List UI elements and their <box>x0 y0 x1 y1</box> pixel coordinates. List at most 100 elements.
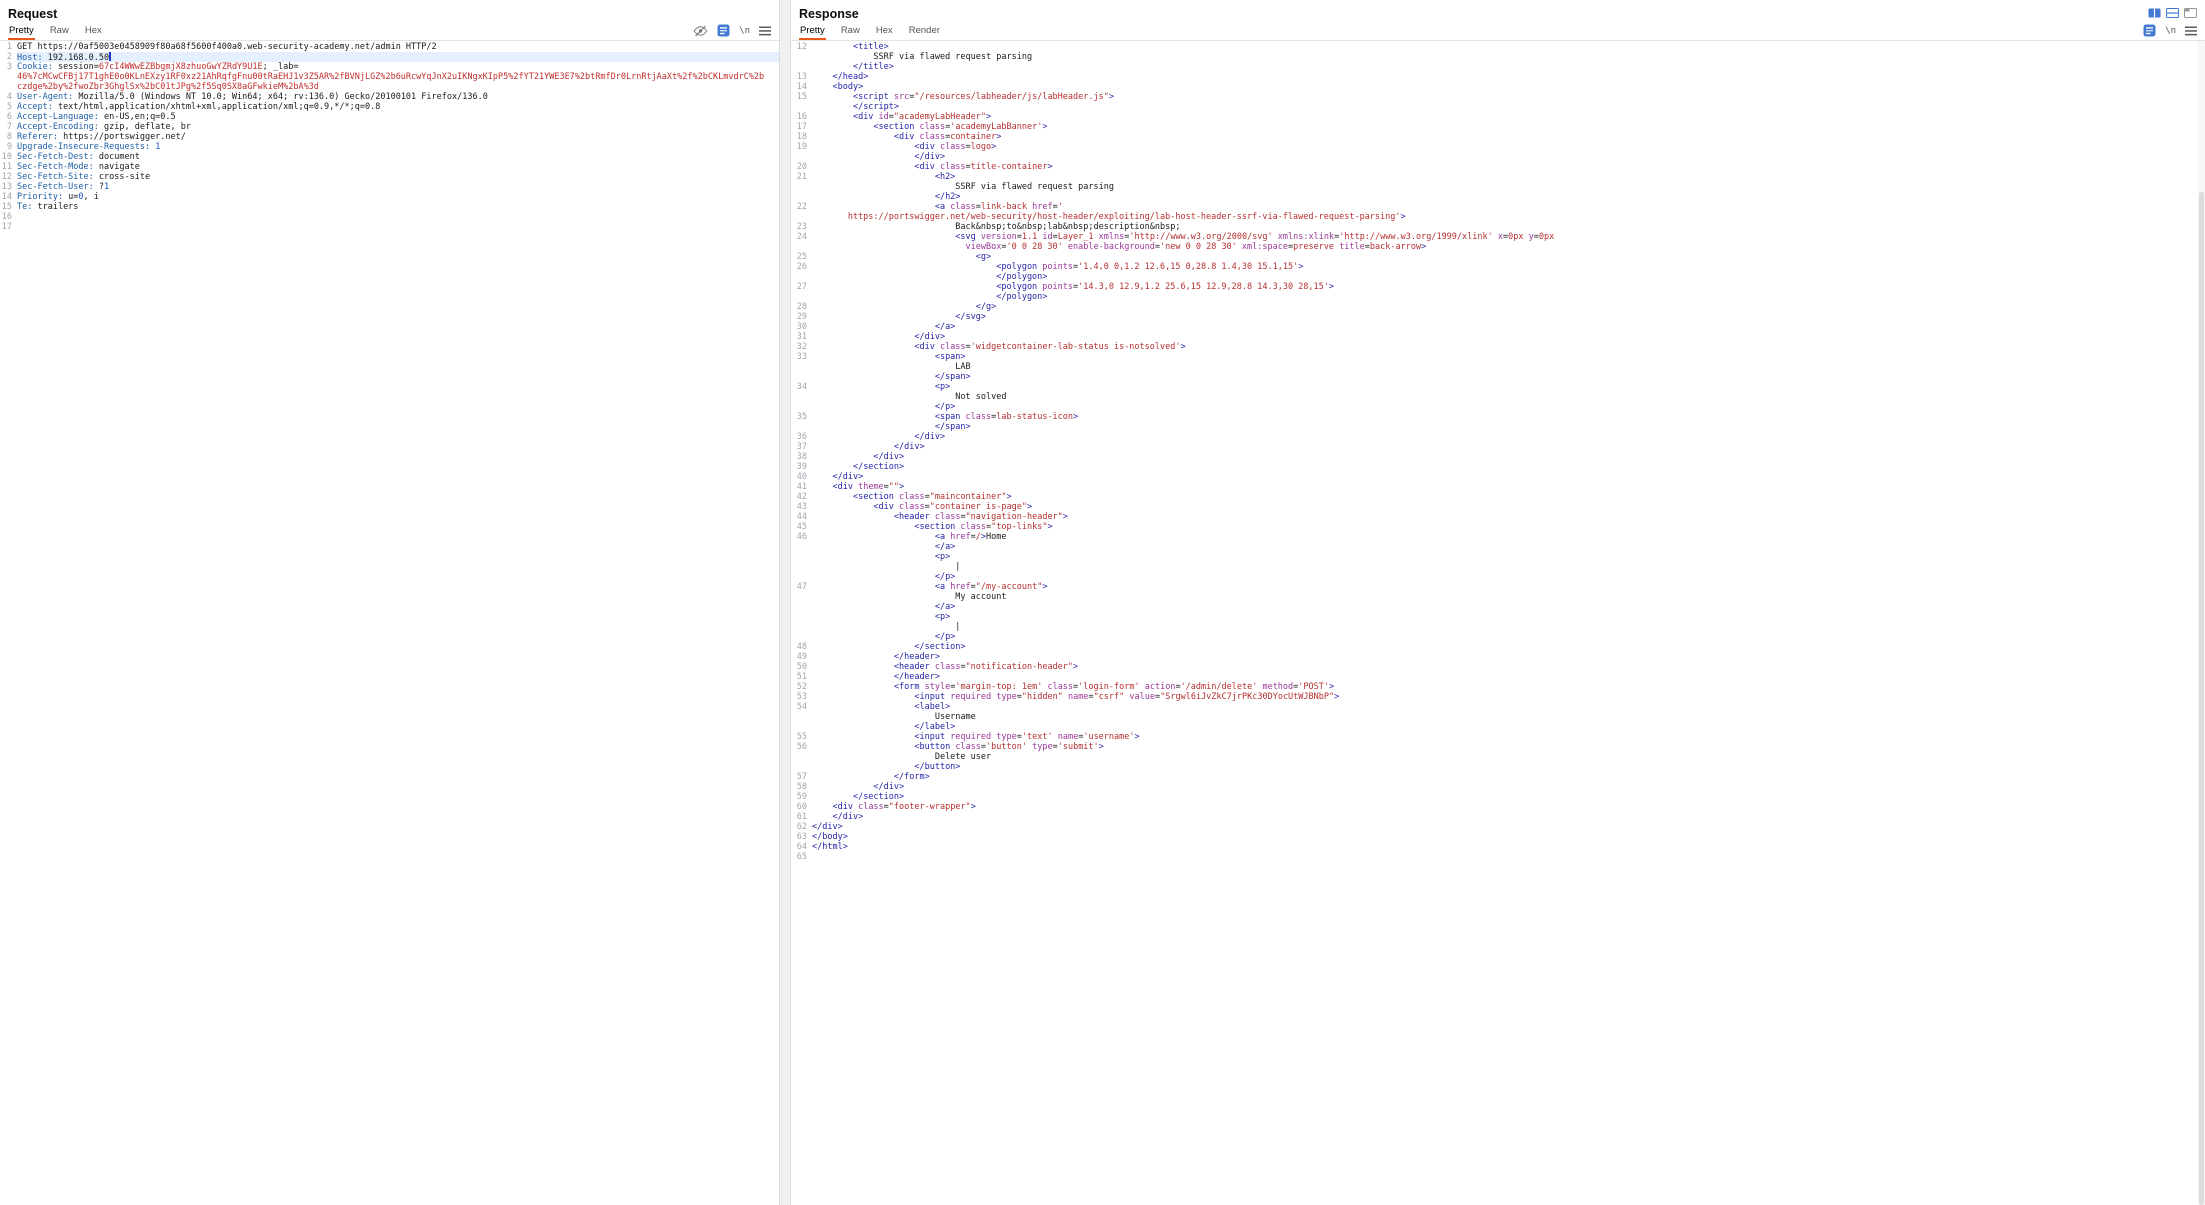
code-row[interactable]: 13 </head> <box>791 72 2205 82</box>
syntax-highlight-icon[interactable] <box>717 24 730 37</box>
code-row[interactable]: 55 <input required type='text' name='use… <box>791 732 2205 742</box>
code-row[interactable]: 58 </div> <box>791 782 2205 792</box>
request-tab-raw[interactable]: Raw <box>49 25 69 36</box>
code-row[interactable]: 59 </section> <box>791 792 2205 802</box>
response-editor[interactable]: 12 <title> SSRF via flawed request parsi… <box>791 41 2205 1205</box>
code-row[interactable]: </a> <box>791 542 2205 552</box>
code-row[interactable]: 14 <body> <box>791 82 2205 92</box>
code-row[interactable]: </p> <box>791 572 2205 582</box>
layout-rows-icon[interactable] <box>2166 5 2179 23</box>
code-row[interactable]: 12 <title> <box>791 42 2205 52</box>
panel-splitter[interactable] <box>779 0 791 1205</box>
code-row[interactable]: SSRF via flawed request parsing <box>791 182 2205 192</box>
code-row[interactable]: 63</body> <box>791 832 2205 842</box>
response-tab-render[interactable]: Render <box>908 25 940 36</box>
code-row[interactable]: 23 Back&nbsp;to&nbsp;lab&nbsp;descriptio… <box>791 222 2205 232</box>
editor-menu-icon[interactable] <box>2185 26 2197 36</box>
layout-columns-icon[interactable] <box>2148 5 2161 23</box>
code-row[interactable]: 64</html> <box>791 842 2205 852</box>
code-row[interactable]: 52 <form style='margin-top: 1em' class='… <box>791 682 2205 692</box>
code-row[interactable]: 49 </header> <box>791 652 2205 662</box>
code-row[interactable]: 56 <button class='button' type='submit'> <box>791 742 2205 752</box>
code-row[interactable]: 35 <span class=lab-status-icon> <box>791 412 2205 422</box>
code-row[interactable]: <p> <box>791 552 2205 562</box>
code-row[interactable]: Delete user <box>791 752 2205 762</box>
request-tab-hex[interactable]: Hex <box>84 25 102 36</box>
code-row[interactable]: | <box>791 562 2205 572</box>
code-row[interactable]: 61 </div> <box>791 812 2205 822</box>
code-row[interactable]: </h2> <box>791 192 2205 202</box>
code-row[interactable]: 46%7cMCwCFBj17T1ghE0o0KLnEXzy1RF0xz21AhR… <box>0 72 779 82</box>
code-row[interactable]: 51 </header> <box>791 672 2205 682</box>
code-row[interactable]: 29 </svg> <box>791 312 2205 322</box>
code-row[interactable]: 65 <box>791 852 2205 862</box>
show-newlines-icon[interactable]: \n <box>2165 25 2176 36</box>
code-row[interactable]: 38 </div> <box>791 452 2205 462</box>
code-row[interactable]: https://portswigger.net/web-security/hos… <box>791 212 2205 222</box>
code-row[interactable]: </script> <box>791 102 2205 112</box>
code-row[interactable]: My account <box>791 592 2205 602</box>
code-row[interactable]: LAB <box>791 362 2205 372</box>
code-row[interactable]: czdge%2by%2fwoZbr3GhglSx%2bC01tJPg%2f5Sq… <box>0 82 779 92</box>
response-tab-hex[interactable]: Hex <box>875 25 893 36</box>
editor-menu-icon[interactable] <box>759 26 771 36</box>
code-row[interactable]: 54 <label> <box>791 702 2205 712</box>
code-row[interactable]: 48 </section> <box>791 642 2205 652</box>
code-row[interactable]: 19 <div class=logo> <box>791 142 2205 152</box>
layout-tabs-icon[interactable] <box>2184 5 2197 23</box>
code-row[interactable]: 44 <header class="navigation-header"> <box>791 512 2205 522</box>
code-row[interactable]: </polygon> <box>791 292 2205 302</box>
code-row[interactable]: 37 </div> <box>791 442 2205 452</box>
code-row[interactable]: </button> <box>791 762 2205 772</box>
code-row[interactable]: 16 <div id="academyLabHeader"> <box>791 112 2205 122</box>
code-row[interactable]: </polygon> <box>791 272 2205 282</box>
response-tab-raw[interactable]: Raw <box>840 25 860 36</box>
code-row[interactable]: 40 </div> <box>791 472 2205 482</box>
response-scrollbar[interactable] <box>2198 41 2205 1205</box>
code-row[interactable]: Username <box>791 712 2205 722</box>
code-row[interactable]: 47 <a href="/my-account"> <box>791 582 2205 592</box>
code-row[interactable]: 25 <g> <box>791 252 2205 262</box>
code-row[interactable]: 43 <div class="container is-page"> <box>791 502 2205 512</box>
hide-nonprinting-eye-icon[interactable] <box>693 25 708 37</box>
code-row[interactable]: 36 </div> <box>791 432 2205 442</box>
show-newlines-icon[interactable]: \n <box>739 25 750 36</box>
code-row[interactable]: 34 <p> <box>791 382 2205 392</box>
code-row[interactable]: 27 <polygon points='14.3,0 12.9,1.2 25.6… <box>791 282 2205 292</box>
code-row[interactable]: 20 <div class=title-container> <box>791 162 2205 172</box>
code-row[interactable]: 33 <span> <box>791 352 2205 362</box>
code-row[interactable]: 15 <script src="/resources/labheader/js/… <box>791 92 2205 102</box>
code-row[interactable]: 18 <div class=container> <box>791 132 2205 142</box>
code-row[interactable]: </p> <box>791 632 2205 642</box>
code-row[interactable]: 53 <input required type="hidden" name="c… <box>791 692 2205 702</box>
code-row[interactable]: 57 </form> <box>791 772 2205 782</box>
code-row[interactable]: 39 </section> <box>791 462 2205 472</box>
code-row[interactable]: 62</div> <box>791 822 2205 832</box>
code-row[interactable]: 28 </g> <box>791 302 2205 312</box>
code-row[interactable]: 26 <polygon points='1.4,0 0,1.2 12.6,15 … <box>791 262 2205 272</box>
code-row[interactable]: 46 <a href=/>Home <box>791 532 2205 542</box>
code-row[interactable]: </a> <box>791 602 2205 612</box>
code-row[interactable]: </span> <box>791 372 2205 382</box>
code-row[interactable]: </div> <box>791 152 2205 162</box>
code-row[interactable]: viewBox='0 0 28 30' enable-background='n… <box>791 242 2205 252</box>
code-row[interactable]: Not solved <box>791 392 2205 402</box>
code-row[interactable]: 60 <div class="footer-wrapper"> <box>791 802 2205 812</box>
code-row[interactable]: </title> <box>791 62 2205 72</box>
code-row[interactable]: 50 <header class="notification-header"> <box>791 662 2205 672</box>
code-row[interactable]: 17 <box>0 222 779 232</box>
code-row[interactable]: 24 <svg version=1.1 id=Layer_1 xmlns='ht… <box>791 232 2205 242</box>
code-row[interactable]: </p> <box>791 402 2205 412</box>
